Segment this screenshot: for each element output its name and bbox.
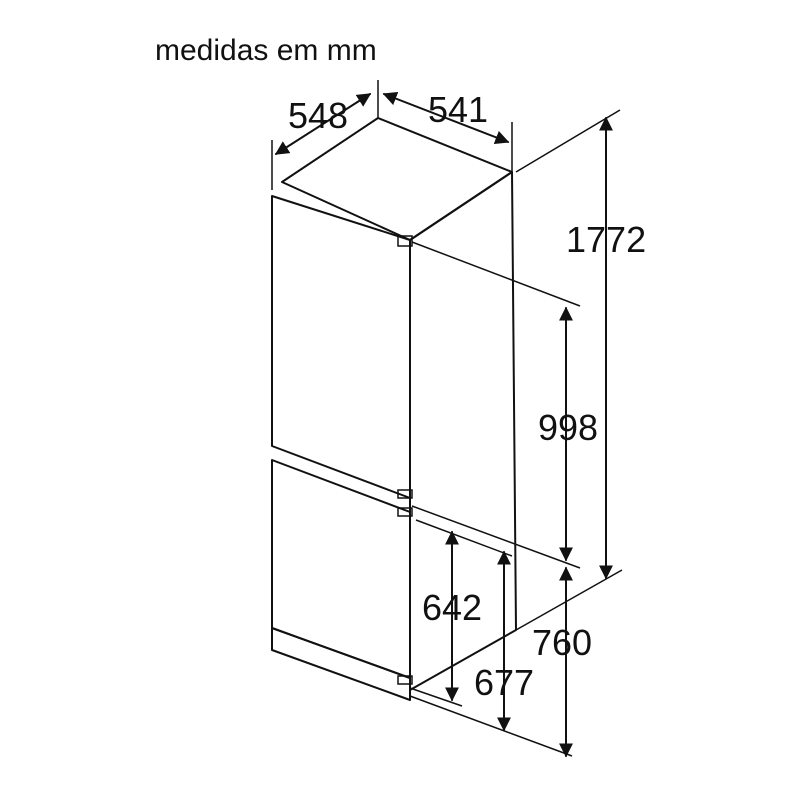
- label-lower-section-total: 760: [532, 622, 592, 663]
- fridge-top-face: [281, 117, 513, 241]
- diagram-title: medidas em mm: [155, 34, 377, 67]
- middle-hinge-upper: [397, 489, 413, 499]
- dim-depth-line: [274, 93, 372, 155]
- label-lower-door: 642: [422, 587, 482, 628]
- upper-door: [271, 195, 411, 499]
- top-hinge: [397, 235, 413, 247]
- label-lower-section-inner: 677: [474, 662, 534, 703]
- lower-door: [271, 459, 411, 679]
- middle-hinge-lower: [397, 507, 413, 517]
- label-depth: 548: [288, 95, 348, 136]
- extension-lines: [271, 80, 623, 757]
- fridge-body: [271, 117, 517, 701]
- dim-width-line: [382, 92, 510, 144]
- label-upper-section: 998: [538, 407, 598, 448]
- label-width: 541: [428, 89, 488, 130]
- fridge-plinth: [271, 627, 411, 701]
- bottom-hinge: [397, 675, 413, 685]
- dimension-lines: [274, 92, 613, 758]
- label-total-height: 1772: [566, 219, 646, 260]
